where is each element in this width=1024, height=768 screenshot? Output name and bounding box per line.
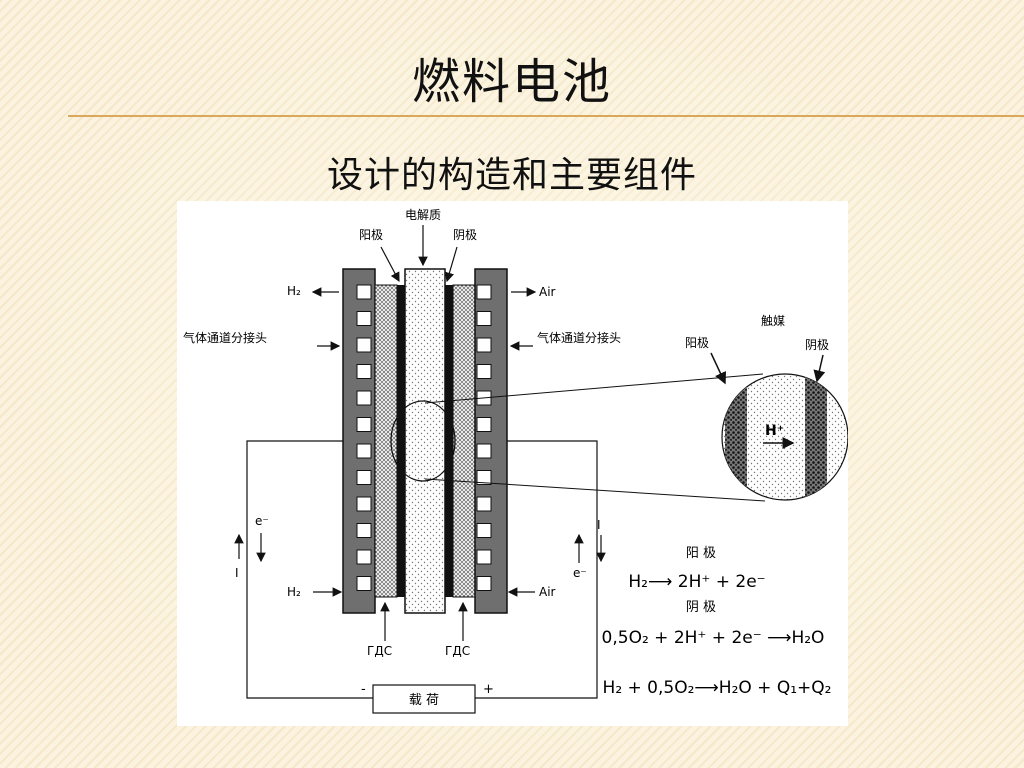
gas-channel [476,549,492,565]
anode-layer [397,285,405,597]
gas-channel [356,337,372,353]
electrolyte-membrane [404,268,446,614]
h2-out-label: H₂ [287,284,301,298]
gas-channel [476,496,492,512]
zoom-cathode-catalyst [805,374,827,500]
catalyst-zoom-circle: H⁺ [721,373,849,501]
load-label: 载 荷 [409,693,439,708]
anode-reaction-heading: 阳 极 [686,546,716,561]
left-gas-diffusion-layer [374,284,398,598]
gas-channel [356,470,372,485]
air-in-label: Air [539,585,556,599]
zoom-region [390,400,456,482]
fuel-cell-diagram: 电解质 阳极 阴极 H₂ Air 气体通道分接头 气体通道分接头 H⁺ 触媒 阳… [177,201,849,726]
gas-channel [476,364,492,379]
cathode-layer [445,285,453,597]
cathode-reaction: 0,5O₂ + 2H⁺ + 2e⁻ ⟶H₂O [602,628,825,648]
overall-reaction: H₂ + 0,5O₂⟶H₂O + Q₁+Q₂ [603,678,832,698]
zoom-anode-catalyst [725,374,747,500]
gas-channel [356,523,372,538]
electron-left-label: e⁻ [255,514,269,528]
gas-channel [356,390,372,406]
gas-channel [356,576,372,591]
gas-manifold-right-label: 气体通道分接头 [537,330,621,345]
slide-title: 燃料电池 [411,54,612,110]
gas-channel [476,576,492,591]
minus-terminal: - [361,682,366,697]
gas-channel [356,496,372,512]
left-gas-channels [356,284,372,591]
gas-channel [476,311,492,326]
gas-channel [476,284,492,300]
right-gas-diffusion-layer [452,284,476,598]
current-left-label: I [235,566,239,580]
load-box [372,684,476,714]
gas-channel [356,443,372,459]
h2-in-label: H₂ [287,585,301,599]
plus-terminal: + [483,682,494,697]
anode-reaction: H₂⟶ 2H⁺ + 2e⁻ [628,572,765,592]
right-gas-channels [476,284,492,591]
cathode-top-label: 阴极 [453,228,477,242]
gas-channel [356,549,372,565]
gas-manifold-left-label: 气体通道分接头 [183,330,267,345]
title-divider [68,115,1024,117]
gas-channel [356,417,372,432]
proton-label: H⁺ [765,423,784,439]
gas-channel [356,284,372,300]
zoom-cathode-label: 阴极 [805,338,829,352]
current-right-label: I [597,518,601,532]
gas-channel [476,470,492,485]
electron-right-label: e⁻ [573,566,587,580]
air-out-label: Air [539,285,556,299]
gas-channel [356,311,372,326]
zoom-anode-label: 阳极 [685,336,709,350]
catalyst-label: 触媒 [761,314,785,328]
gds-left-label: ГДС [367,644,392,658]
slide-subtitle: 设计的构造和主要组件 [326,155,697,196]
gas-channel [476,443,492,459]
gds-right-label: ГДС [445,644,470,658]
gas-channel [356,364,372,379]
circuit-right-wire [475,440,598,699]
gas-channel [476,417,492,432]
electrolyte-label: 电解质 [405,208,441,222]
gas-channel [476,523,492,538]
gas-channel [476,337,492,353]
circuit-left-wire [246,440,373,699]
cathode-reaction-heading: 阴 极 [686,600,716,615]
fuel-cell-diagram-svg: 电解质 阳极 阴极 H₂ Air 气体通道分接头 气体通道分接头 H⁺ 触媒 阳… [183,208,849,714]
anode-top-label: 阳极 [359,228,383,242]
